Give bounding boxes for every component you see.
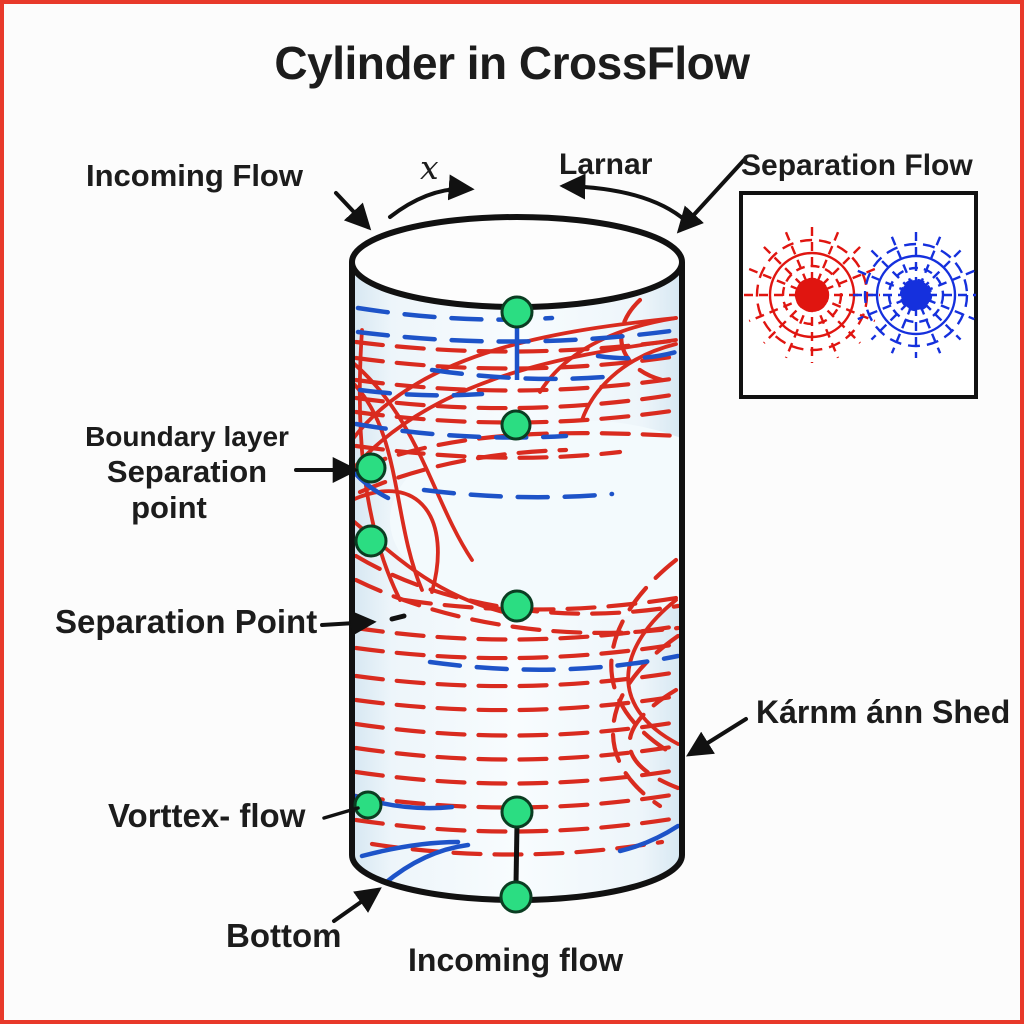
larnar-arc-arrow — [559, 173, 688, 223]
wake-bubble — [390, 420, 682, 620]
blue-vortex-core — [901, 280, 931, 310]
blue-vortex-icon — [851, 230, 976, 360]
bottom-arrow — [332, 887, 382, 923]
x-arc-arrow — [388, 174, 475, 219]
separation-dot — [499, 880, 533, 914]
page-title: Cylinder in CrossFlow — [274, 37, 750, 89]
annotation-arrows — [294, 158, 748, 923]
boundary-layer-line3: point — [131, 490, 207, 525]
separation-dots — [353, 295, 534, 914]
separation-point-arrow — [320, 610, 377, 637]
separation-dot — [354, 524, 388, 558]
x-axis-symbol-label: x — [420, 148, 439, 187]
incoming-flow-bottom-label: Incoming flow — [408, 942, 624, 978]
boundary-layer-separation-label: Boundary layer Separation point — [62, 420, 312, 526]
separation-point-label: Separation Point — [55, 603, 318, 640]
cylinder-top-ellipse — [349, 214, 685, 310]
karman-shed-label: Kárnm ánn Shed — [756, 694, 1011, 730]
boundary-layer-line1: Boundary layer — [85, 421, 289, 452]
bottom-dot-pin — [513, 823, 520, 885]
separation-point-tick — [389, 613, 407, 622]
karman-shed-arrow — [686, 717, 748, 757]
vortex-flow-pointer — [322, 806, 360, 820]
separation-flow-arrow — [676, 158, 746, 234]
separation-dot — [500, 795, 534, 829]
incoming-flow-top-label: Incoming Flow — [86, 158, 303, 193]
bottom-label: Bottom — [226, 917, 342, 954]
separation-flow-label: Separation Flow — [741, 149, 973, 182]
incoming-flow-arrow — [334, 191, 372, 231]
separation-dot — [353, 790, 383, 820]
red-vortex-core — [795, 278, 829, 312]
separation-dot — [355, 452, 387, 484]
vortex-flow-label: Vorttex- flow — [108, 797, 306, 834]
separation-dot — [500, 589, 534, 623]
boundary-layer-line2: Separation — [106, 454, 268, 489]
separation-dot — [500, 409, 532, 441]
separation-dot — [500, 295, 534, 329]
larnar-label: Larnar — [559, 148, 653, 181]
